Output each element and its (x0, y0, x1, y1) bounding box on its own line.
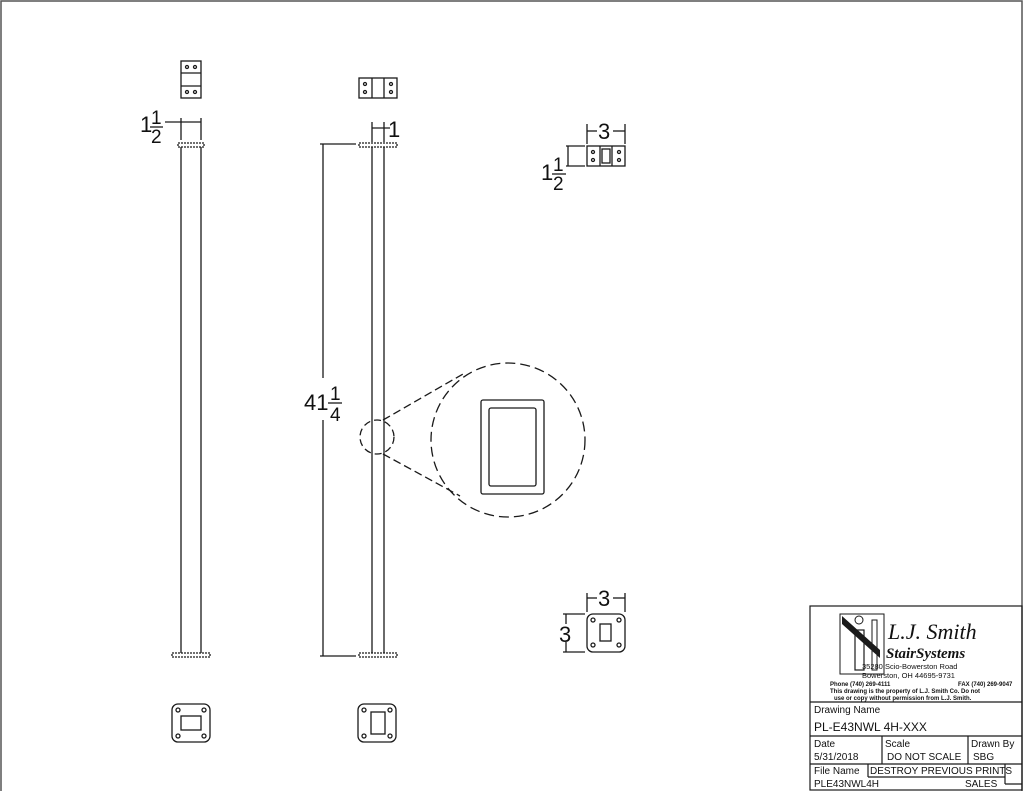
height-dimension: 41 1 4 (304, 143, 356, 657)
width-dim-value: 3 (598, 119, 610, 144)
dim-whole: 41 (304, 390, 328, 415)
file-name-value: PLE43NWL4H (814, 779, 879, 790)
base-plate (358, 652, 398, 658)
drawn-by-value: SBG (973, 752, 994, 763)
company-name: L.J. Smith (887, 619, 977, 644)
dim-den: 4 (330, 405, 341, 426)
dim-num: 1 (151, 108, 162, 129)
width-dimension: 1 (371, 117, 400, 142)
file-name-label: File Name (814, 766, 860, 777)
fax: FAX (740) 269-9047 (958, 682, 1013, 688)
drawing-name: PL-E43NWL 4H-XXX (814, 720, 927, 734)
side-post-view: 1 41 1 4 (304, 77, 400, 743)
phone: Phone (740) 269-4111 (830, 682, 891, 688)
dim-num: 1 (330, 384, 341, 405)
enlarged-section-detail (382, 362, 586, 518)
tube-outer (480, 399, 545, 495)
top-bracket-front (180, 60, 202, 99)
dim-value: 1 (388, 117, 400, 142)
tube-inner (488, 407, 537, 487)
top-bracket-side (358, 77, 398, 99)
address-line-1: 35280 Scio-Bowerston Road (862, 662, 957, 671)
base-plate-plan-front (171, 703, 211, 743)
destroy-prints-label: DESTROY PREVIOUS PRINTS (870, 766, 1012, 777)
notice-line-2: use or copy without permission from L.J.… (834, 696, 972, 702)
scale-value: DO NOT SCALE (887, 752, 962, 763)
dim-whole: 1 (140, 112, 152, 137)
height-dim-den: 2 (553, 174, 564, 195)
width-dimension: 1 1 2 (140, 108, 202, 148)
detail-callout-circle (359, 419, 395, 455)
date-label: Date (814, 739, 836, 750)
title-block: L.J. Smith StairSystems 35280 Scio-Bower… (809, 605, 1023, 791)
drawn-by-label: Drawn By (971, 739, 1014, 750)
top-plate (358, 142, 398, 148)
top-bracket-detail: 3 1 1 2 (541, 119, 626, 195)
notice-line-1: This drawing is the property of L.J. Smi… (830, 689, 980, 695)
top-plate (177, 142, 205, 148)
company-subtitle: StairSystems (886, 646, 965, 662)
base-plate-detail: 3 3 (559, 586, 626, 653)
dim-den: 2 (151, 127, 162, 148)
height-dim-whole: 1 (541, 160, 553, 185)
height-dim-num: 1 (553, 155, 564, 176)
width-dim-value: 3 (598, 586, 610, 611)
detail-circle (430, 362, 586, 518)
base-plate (171, 652, 211, 658)
drawing-name-label: Drawing Name (814, 705, 881, 716)
date-value: 5/31/2018 (814, 752, 859, 763)
base-plate-plan-side (357, 703, 397, 743)
address-line-2: Bowerston, OH 44695-9731 (862, 671, 955, 680)
sales-label: SALES (965, 779, 998, 790)
scale-label: Scale (885, 739, 910, 750)
height-dim-value: 3 (559, 622, 571, 647)
front-post-view: 1 1 2 (140, 60, 211, 743)
company-logo (839, 613, 885, 675)
